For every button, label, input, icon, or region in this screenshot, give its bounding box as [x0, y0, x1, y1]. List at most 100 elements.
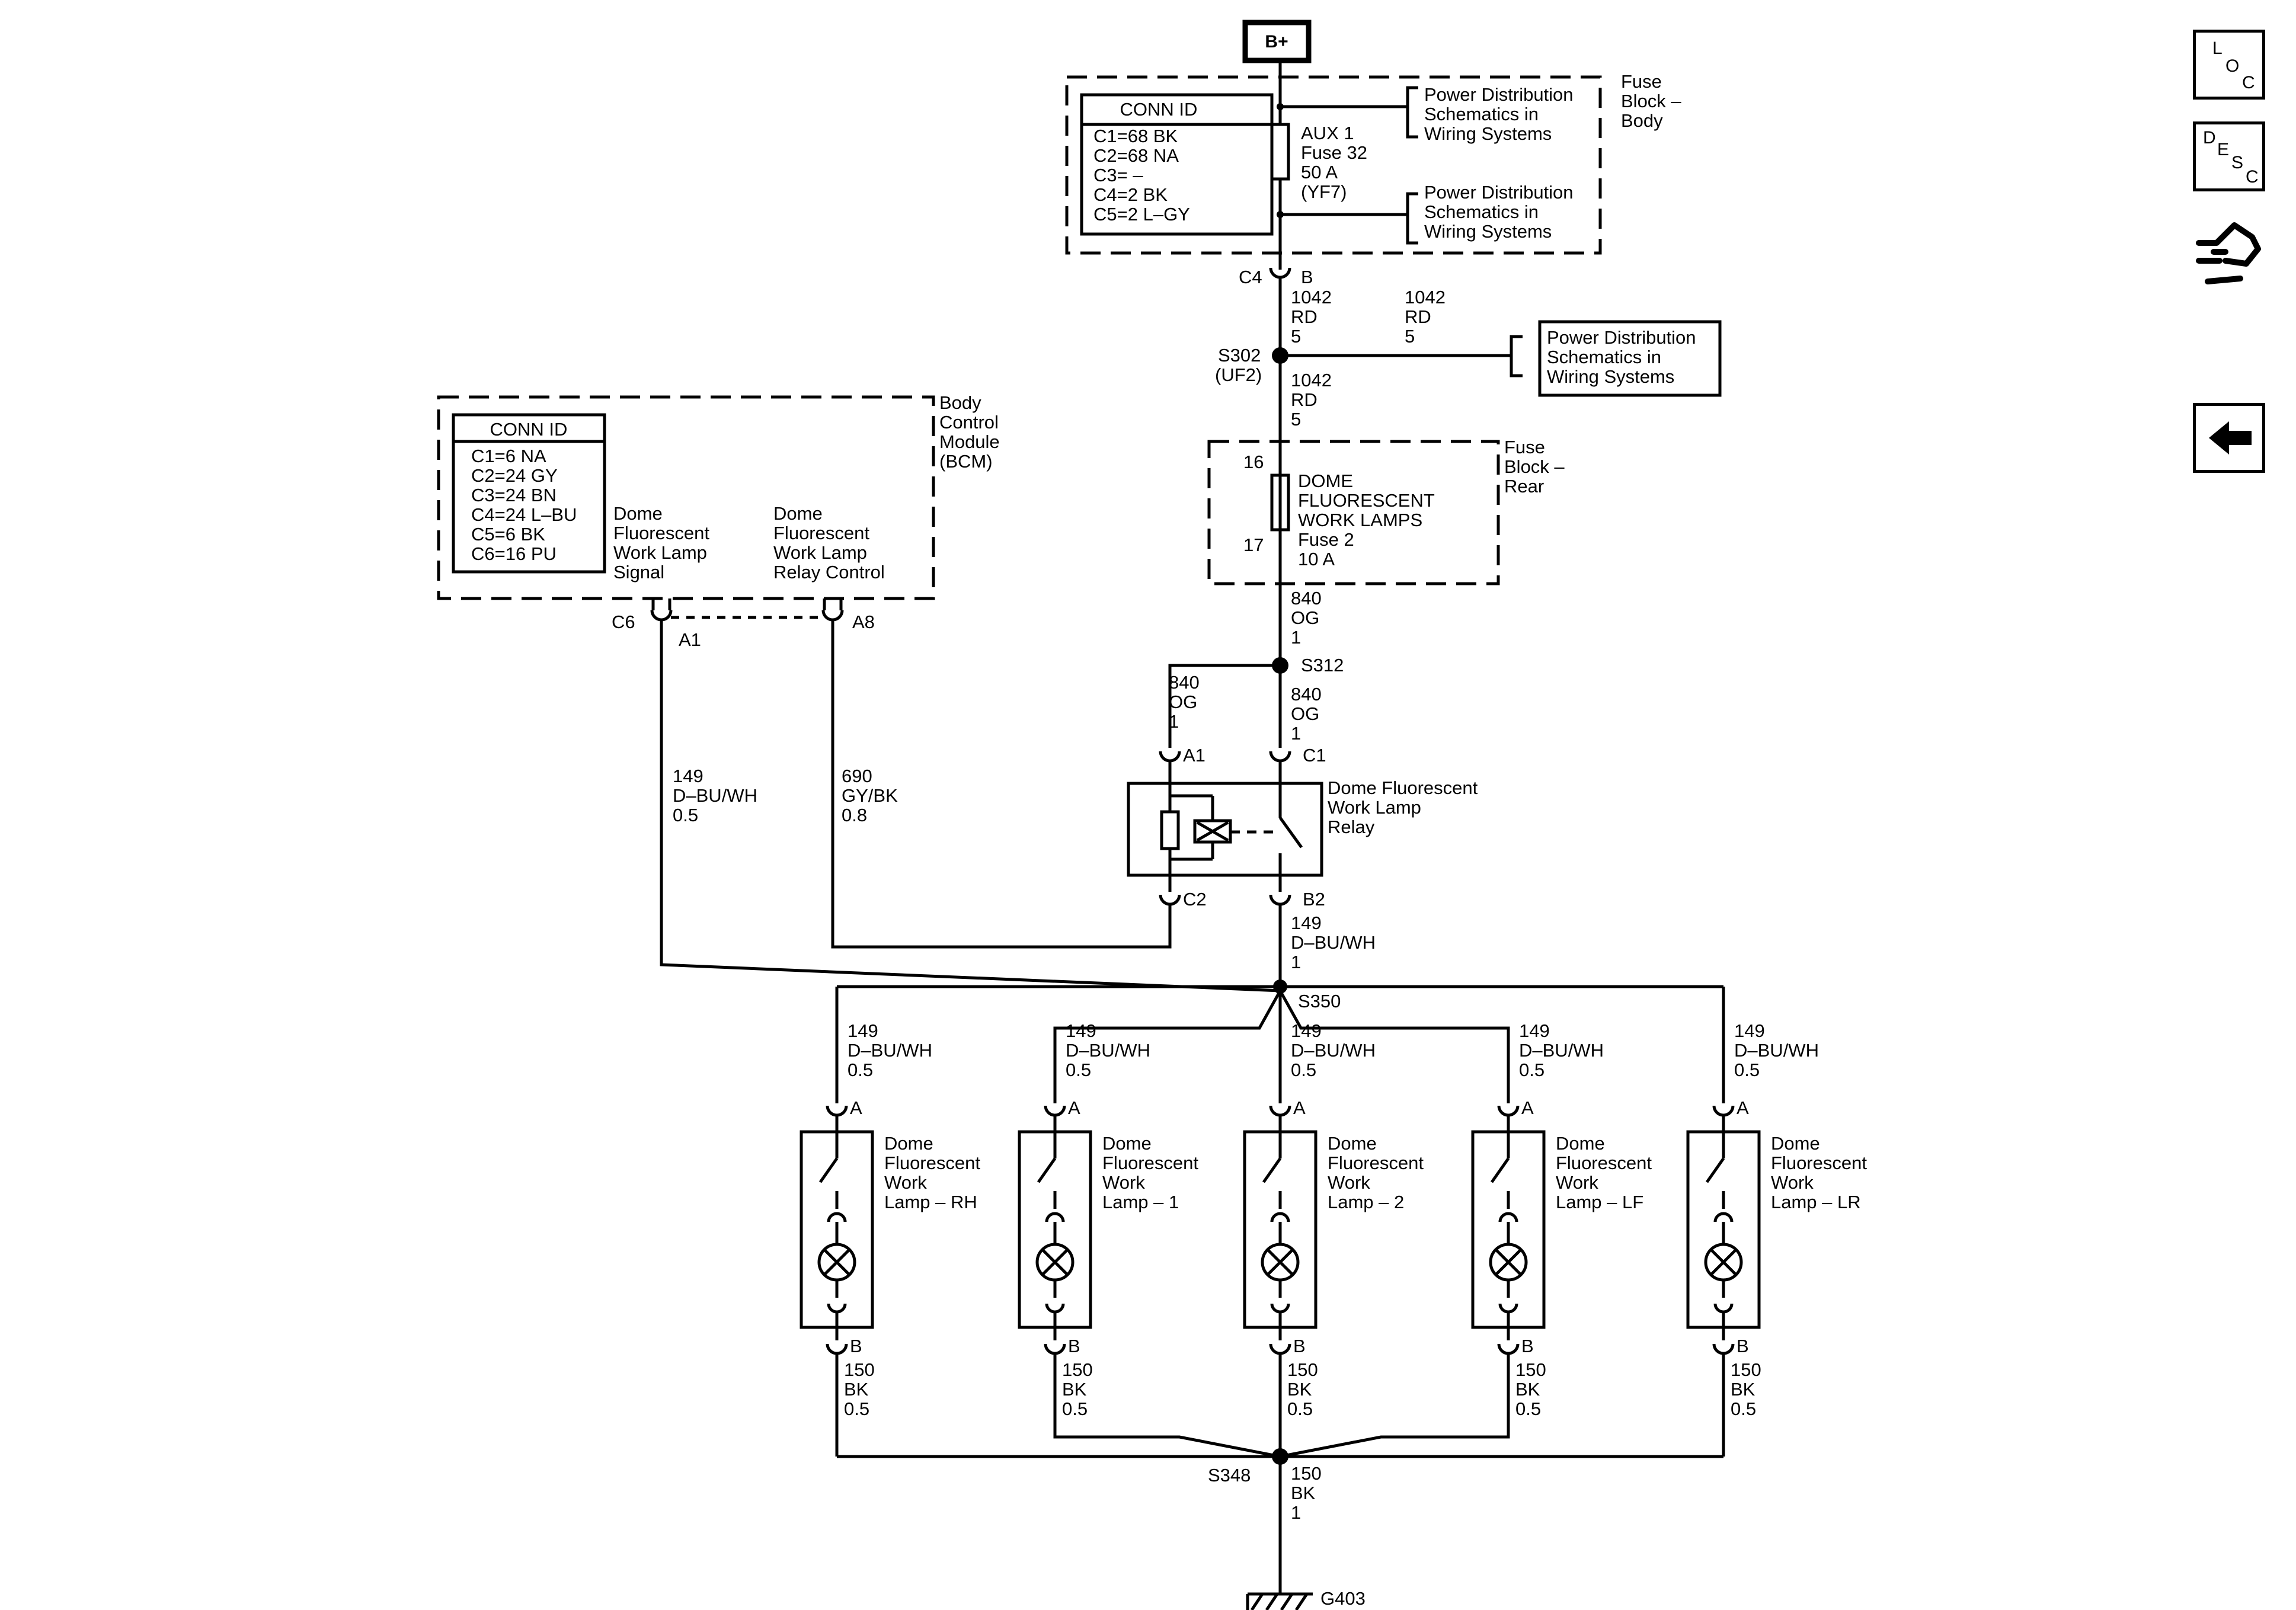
relay-pin-a1: A1	[1183, 745, 1205, 766]
lamp-bulb-cross-b	[823, 1249, 850, 1276]
desc-letter-e: E	[2217, 140, 2230, 159]
lamp-pin-a: A	[1521, 1097, 1534, 1118]
lamp-connector-a	[1712, 1105, 1735, 1117]
splice-s302-dot	[1272, 347, 1288, 364]
bcm-connector-c6: C6	[612, 612, 635, 632]
ground-label: G403	[1320, 1588, 1366, 1609]
lamp-switch-blade	[1262, 1157, 1282, 1183]
lamp-bulb-cross-b	[1041, 1249, 1069, 1276]
lamp-socket-bottom	[1713, 1303, 1734, 1314]
lamp-socket-top	[1713, 1212, 1734, 1222]
fuse-block-rear-box	[1207, 440, 1500, 585]
power-source-label: B+	[1265, 32, 1288, 52]
splice-s312-label: S312	[1301, 655, 1344, 676]
loc-letter-o: O	[2225, 56, 2240, 76]
plug-icon[interactable]	[2193, 210, 2265, 293]
splice-s348-label: S348	[1208, 1465, 1251, 1486]
lamp-pin-a: A	[850, 1097, 862, 1118]
dome-fuse-symbol	[1270, 473, 1290, 532]
back-button[interactable]	[2193, 403, 2265, 473]
lamp-socket-top	[1270, 1212, 1290, 1222]
loc-letter-l: L	[2212, 39, 2223, 58]
splice-dot-fuse-bottom	[1277, 211, 1284, 218]
lamp-socket-bottom	[1045, 1303, 1065, 1314]
bcm-conn-id-box	[452, 413, 606, 574]
relay-pin-b2: B2	[1303, 889, 1325, 910]
relay-pin-c2: C2	[1183, 889, 1207, 910]
fuse-block-body-conn-id-title: CONN ID	[1120, 99, 1198, 120]
desc-letter-s: S	[2231, 153, 2244, 172]
splice-s312-dot	[1272, 657, 1288, 674]
s302-ref-box	[1538, 320, 1722, 397]
power-source-box	[1242, 20, 1312, 63]
lamp-pin-b: B	[1068, 1336, 1080, 1356]
lamp-socket-top	[1045, 1212, 1065, 1222]
lamp-socket-bottom	[1498, 1303, 1518, 1314]
desc-button[interactable]: D E S C	[2193, 121, 2265, 191]
lamp-connector-a	[1044, 1105, 1066, 1117]
lamp-pin-a: A	[1068, 1097, 1080, 1118]
fuse-block-body-box	[1065, 75, 1602, 255]
relay-pin-c1: C1	[1303, 745, 1326, 766]
lamp-connector-b	[826, 1343, 848, 1355]
bcm-pin-a1: A1	[679, 629, 701, 650]
lamp-pin-b: B	[1737, 1336, 1749, 1356]
fuse-rear-pin-out: 17	[1243, 534, 1264, 555]
lamp-connector-a	[1269, 1105, 1291, 1117]
splice-s302-label: S302(UF2)	[1215, 345, 1262, 385]
lamp-switch-blade	[1705, 1157, 1725, 1183]
lamp-bulb-cross-b	[1495, 1249, 1522, 1276]
splice-s350-dot	[1273, 980, 1287, 994]
lamp-switch-blade	[1490, 1157, 1510, 1183]
lamp-connector-a	[826, 1105, 848, 1117]
lamp-switch-blade	[1037, 1157, 1057, 1183]
lamp-connector-b	[1269, 1343, 1291, 1355]
lamp-socket-bottom	[1270, 1303, 1290, 1314]
lamp-pin-a: A	[1293, 1097, 1306, 1118]
bcm-pin-a8: A8	[852, 612, 875, 632]
loc-button[interactable]: L O C	[2193, 30, 2265, 100]
splice-s348-dot	[1272, 1448, 1288, 1465]
lamp-pin-b: B	[1521, 1336, 1534, 1356]
lamp-connector-b	[1497, 1343, 1520, 1355]
relay-coil-resistor	[1160, 810, 1180, 850]
lamp-bulb-cross-b	[1267, 1249, 1294, 1276]
left-arrow-icon	[2209, 421, 2252, 454]
lamp-switch-blade	[818, 1157, 839, 1183]
connector-c4-pin: B	[1301, 267, 1313, 287]
loc-letter-c: C	[2242, 73, 2255, 92]
lamp-socket-bottom	[827, 1303, 847, 1314]
bcm-conn-id-title: CONN ID	[490, 419, 568, 440]
aux-fuse-symbol	[1270, 123, 1290, 181]
splice-dot-fuse-top	[1277, 103, 1284, 110]
desc-letter-d: D	[2203, 128, 2216, 148]
lamp-connector-b	[1712, 1343, 1735, 1355]
